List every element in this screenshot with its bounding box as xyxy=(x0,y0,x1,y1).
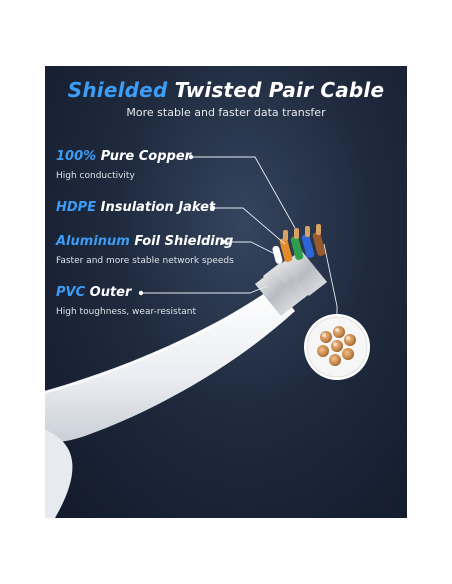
feature-accent: Aluminum xyxy=(56,234,130,249)
cable-lower-loop xyxy=(45,429,73,518)
feature-copper: 100% Pure Copper High conductivity xyxy=(56,149,191,181)
foil-pairs xyxy=(255,250,327,316)
feature-foil-shielding: Aluminum Foil Shielding Faster and more … xyxy=(56,234,234,266)
title-accent: Shielded xyxy=(67,78,168,102)
feature-heading: Foil Shielding xyxy=(129,234,234,249)
feature-heading: Pure Copper xyxy=(96,149,192,164)
feature-description: Faster and more stable network speeds xyxy=(56,256,234,266)
feature-heading: Insulation Jaket xyxy=(96,200,216,215)
cable-illustration xyxy=(45,154,370,518)
conductors xyxy=(272,232,326,264)
cable-body xyxy=(45,286,295,444)
feature-heading: Outer xyxy=(85,285,132,300)
feature-insulation: HDPE Insulation Jaket xyxy=(56,200,215,215)
banner-subtitle: More stable and faster data transfer xyxy=(126,106,326,119)
feature-accent: PVC xyxy=(56,285,86,300)
product-banner: Shielded Twisted Pair Cable More stable … xyxy=(45,66,407,518)
feature-accent: 100% xyxy=(56,149,97,164)
feature-accent: HDPE xyxy=(56,200,97,215)
feature-description: High conductivity xyxy=(56,171,135,181)
copper-tips xyxy=(283,224,321,241)
callout-dots xyxy=(138,154,226,296)
feature-description: High toughness, wear-resistant xyxy=(56,307,197,317)
banner-title: Shielded Twisted Pair Cable xyxy=(45,78,407,102)
copper-strand-inset xyxy=(304,314,370,380)
cable-edge-highlight xyxy=(45,287,276,394)
feature-pvc-outer: PVC Outer High toughness, wear-resistant xyxy=(56,285,196,317)
title-rest: Twisted Pair Cable xyxy=(167,78,385,102)
